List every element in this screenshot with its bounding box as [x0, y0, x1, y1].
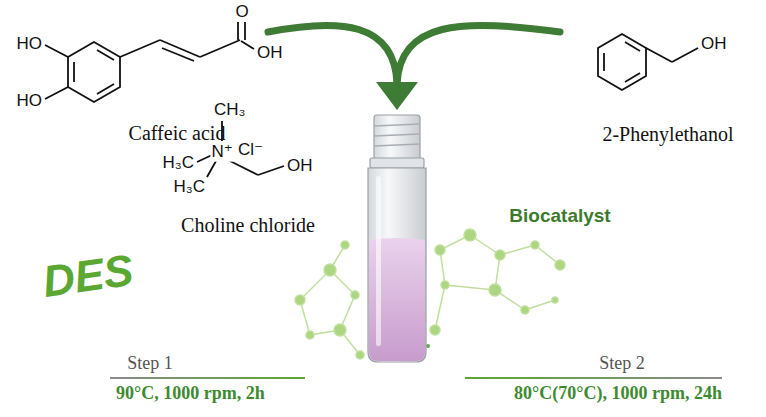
- phenylethanol-structure-part: [603, 53, 605, 71]
- caffeic-acid-structure-part: [120, 40, 160, 57]
- vial-part: [368, 168, 426, 362]
- caffeic-acid-structure-part: [244, 22, 246, 40]
- step-title: Step 2: [599, 354, 645, 374]
- caffeic-acid-structure-part: [73, 62, 75, 82]
- network-decoration-part: [435, 285, 445, 330]
- merge-arrow-part: [268, 25, 397, 84]
- caffeic-acid-structure-part: [97, 50, 114, 60]
- compound-name: Caffeic acid: [129, 122, 226, 144]
- caffeic-acid-structure-part: [45, 45, 68, 57]
- solvent-label: DES: [40, 246, 136, 307]
- network-decoration-part: [495, 250, 505, 260]
- atom-label: HO: [16, 35, 44, 54]
- vial-part: [374, 144, 420, 146]
- network-decoration-part: [531, 241, 539, 249]
- step-underline: [110, 377, 722, 379]
- catalyst-label: Biocatalyst: [509, 206, 610, 227]
- vial-part: [376, 176, 381, 346]
- atom-label: N⁺: [210, 143, 233, 162]
- atom-label: OH: [700, 35, 728, 54]
- merge-arrow-part: [397, 25, 560, 84]
- network-decoration-part: [341, 241, 349, 249]
- atom-label: CH₃: [213, 101, 246, 120]
- network-decoration-part: [521, 306, 529, 314]
- atom-label: Cl⁻: [237, 141, 264, 160]
- network-decoration-part: [555, 260, 565, 270]
- network-decoration-part: [295, 295, 305, 305]
- atom-label: O: [234, 3, 249, 22]
- step-underline-part: [465, 377, 722, 379]
- atom-label: H₃C: [162, 154, 195, 173]
- caffeic-acid-structure-part: [97, 84, 114, 94]
- network-decoration-part: [356, 351, 364, 359]
- atom-label: HO: [16, 92, 44, 111]
- merge-arrow-part: [376, 82, 418, 110]
- merge-arrow: [268, 25, 560, 110]
- network-decoration: [295, 229, 565, 359]
- choline-chloride-structure-part: [230, 161, 258, 175]
- choline-chloride-structure-part: [258, 166, 284, 175]
- caffeic-acid-structure-part: [162, 48, 194, 61]
- network-decoration-part: [430, 325, 440, 335]
- caffeic-acid-structure-part: [200, 40, 240, 57]
- network-decoration-part: [464, 229, 476, 241]
- phenylethanol-structure-part: [598, 34, 646, 90]
- network-decoration-part: [441, 281, 449, 289]
- caffeic-acid-structure-part: [241, 41, 254, 49]
- network-decoration-part: [489, 284, 501, 296]
- network-decoration-part: [334, 324, 346, 336]
- step-underline-part: [110, 377, 305, 379]
- caffeic-acid-structure: [45, 22, 254, 102]
- vial-part: [370, 158, 424, 168]
- network-decoration-part: [324, 264, 336, 276]
- vial: [368, 115, 426, 362]
- step-conditions: 80°C(70°C), 1000 rpm, 24h: [514, 384, 722, 404]
- vial-part: [374, 124, 420, 126]
- network-decoration-part: [351, 291, 359, 299]
- compound-name: Choline chloride: [181, 214, 315, 236]
- phenylethanol-structure-part: [646, 48, 672, 62]
- atom-label: H₃C: [173, 178, 206, 197]
- network-decoration-part: [435, 245, 445, 255]
- compound-name: 2-Phenylethanol: [602, 123, 733, 145]
- choline-chloride-structure-part: [207, 161, 216, 177]
- caffeic-acid-structure-part: [45, 87, 68, 99]
- step-title: Step 1: [127, 354, 173, 374]
- phenylethanol-structure-part: [625, 73, 640, 82]
- network-decoration-part: [445, 285, 495, 290]
- network-decoration-part: [552, 297, 558, 303]
- phenylethanol-structure-part: [672, 48, 698, 62]
- atom-label: OH: [286, 157, 314, 176]
- atom-label: OH: [256, 44, 284, 63]
- caffeic-acid-structure-part: [68, 42, 120, 102]
- vial-part: [374, 134, 420, 136]
- network-decoration-part: [306, 331, 314, 339]
- phenylethanol-structure-part: [625, 42, 640, 51]
- phenylethanol-structure: [598, 34, 698, 90]
- vial-part: [374, 115, 420, 160]
- step-conditions: 90°C, 1000 rpm, 2h: [116, 384, 265, 404]
- caffeic-acid-structure-part: [237, 22, 239, 40]
